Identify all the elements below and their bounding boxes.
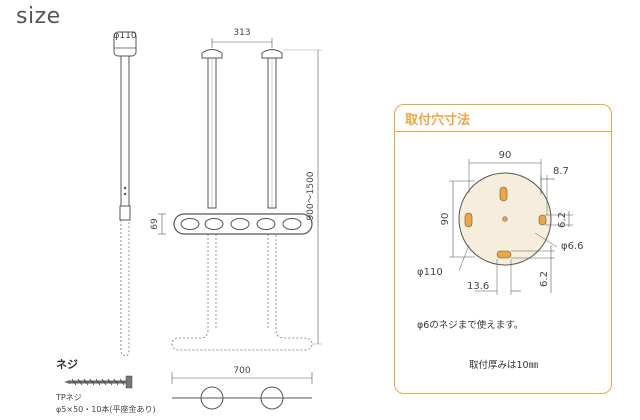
dim-top-label: 90 [499, 150, 512, 161]
screw-heading: ネジ [56, 358, 78, 371]
left-ceiling-mount [201, 49, 223, 59]
mounting-hole-drawing: 90 90 8.7 6.2 φ6.6 φ110 13.6 6.2 [417, 150, 584, 295]
screw-size-note: φ6のネジまで使えます。 [417, 320, 524, 331]
slot-left [464, 212, 473, 228]
front-view: 313 69 900〜1500 700 [150, 28, 322, 410]
height-range-label: 900〜1500 [306, 171, 316, 220]
pole-spacing-label: 313 [233, 28, 250, 38]
right-ceiling-mount [261, 49, 283, 59]
mounting-hole-title: 取付穴寸法 [405, 113, 471, 128]
extended-position-dashed [171, 234, 313, 351]
panel-divider [395, 131, 611, 132]
dim-bottom-width-label: 13.6 [467, 281, 489, 292]
dim-offset-label: 8.7 [553, 166, 569, 177]
bar-height-label: 69 [150, 218, 160, 230]
side-view: φ110 [113, 31, 137, 357]
dim-hole-label: φ6.6 [561, 241, 584, 252]
dim-bottom-vertical-label: 6.2 [539, 271, 550, 287]
screw-spec: φ5×50・10本(平座金あり) [56, 405, 156, 414]
side-pole [120, 55, 130, 207]
bar-width-label: 700 [233, 366, 250, 376]
slot-top [499, 186, 508, 202]
side-extension-dashed [120, 220, 130, 357]
dim-right-vertical-label: 6.2 [557, 212, 568, 228]
screw-name: TPネジ [56, 393, 82, 402]
top-diameter-label: φ110 [113, 31, 136, 41]
mounting-thickness-note: 取付厚みは10㎜ [469, 360, 539, 371]
page-title: size [16, 4, 61, 29]
dim-plate-label: φ110 [417, 267, 443, 278]
dim-left-label: 90 [440, 213, 451, 226]
mounting-hole-panel: 取付穴寸法 90 90 8.7 6.2 φ6.6 [394, 104, 612, 394]
slot-right [538, 214, 547, 226]
screw-drawing [64, 375, 133, 389]
center-hole [502, 216, 508, 222]
slot-bottom [496, 250, 512, 259]
